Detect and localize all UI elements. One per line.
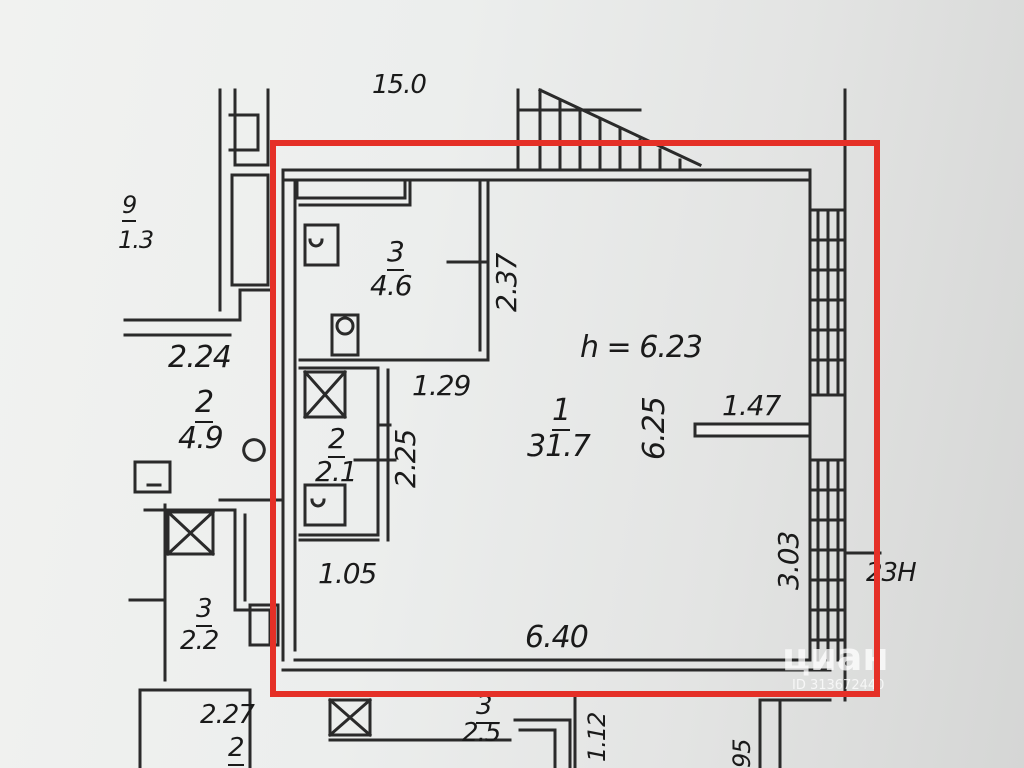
unit-bottom-wall [281, 658, 832, 672]
unit-left-wall [281, 168, 297, 662]
bottom-room3-number: 3 [476, 691, 493, 724]
partition [693, 422, 812, 438]
bathroom-walls [298, 178, 490, 362]
bottom-fixture [518, 728, 557, 768]
dim-640: 6.40 [525, 620, 589, 655]
room9-area-label: 1.3 [118, 226, 154, 254]
watermark-brand: циан [782, 635, 889, 679]
left-room2-area: 4.9 [178, 421, 224, 456]
bottom-vent [328, 698, 372, 737]
dim-129: 1.29 [412, 369, 471, 402]
dim-105: 1.05 [318, 557, 377, 590]
bath-sink [303, 223, 340, 267]
main-room-area: 31.7 [527, 429, 591, 464]
bottom-left-dim: 2.27 [200, 700, 255, 730]
bottom-left-number: 2 [228, 733, 245, 766]
watermark-id: ID 313672440 [792, 678, 885, 693]
left-fixture [133, 460, 172, 494]
bath-area: 4.6 [370, 269, 413, 302]
shelf [295, 178, 407, 200]
left-room3-area: 2.2 [180, 626, 219, 656]
wc-walls [298, 366, 392, 542]
wc-area: 2.1 [315, 455, 358, 488]
left-room-walls [123, 288, 272, 337]
left-bath-fixture [248, 603, 280, 647]
left-column-walls [218, 88, 270, 312]
wc-toilet [303, 483, 347, 527]
main-room-number: 1 [552, 393, 571, 431]
left-room2-number: 2 [195, 385, 214, 423]
left-sink [242, 438, 266, 462]
room9-number-label: 9 [122, 191, 137, 222]
wc-vent [303, 370, 347, 419]
bath-number: 3 [387, 235, 405, 271]
dim-147: 1.47 [722, 389, 781, 422]
dim-95: 95 [728, 739, 756, 768]
highlight-frame [270, 140, 880, 697]
window-lines [816, 208, 840, 662]
left-dim-224: 2.24 [168, 340, 232, 375]
height-label: h = 6.23 [580, 330, 703, 365]
bottom-room3-area: 2.5 [462, 718, 501, 748]
bath-toilet [330, 313, 360, 357]
left-room3-number: 3 [196, 594, 213, 627]
window-ticks [808, 238, 847, 642]
left-vent [166, 510, 215, 556]
left-lower-walls [128, 498, 285, 682]
dim-112: 1.12 [583, 712, 611, 762]
wc-number: 2 [328, 422, 346, 458]
top-area-label: 15.0 [372, 70, 427, 100]
